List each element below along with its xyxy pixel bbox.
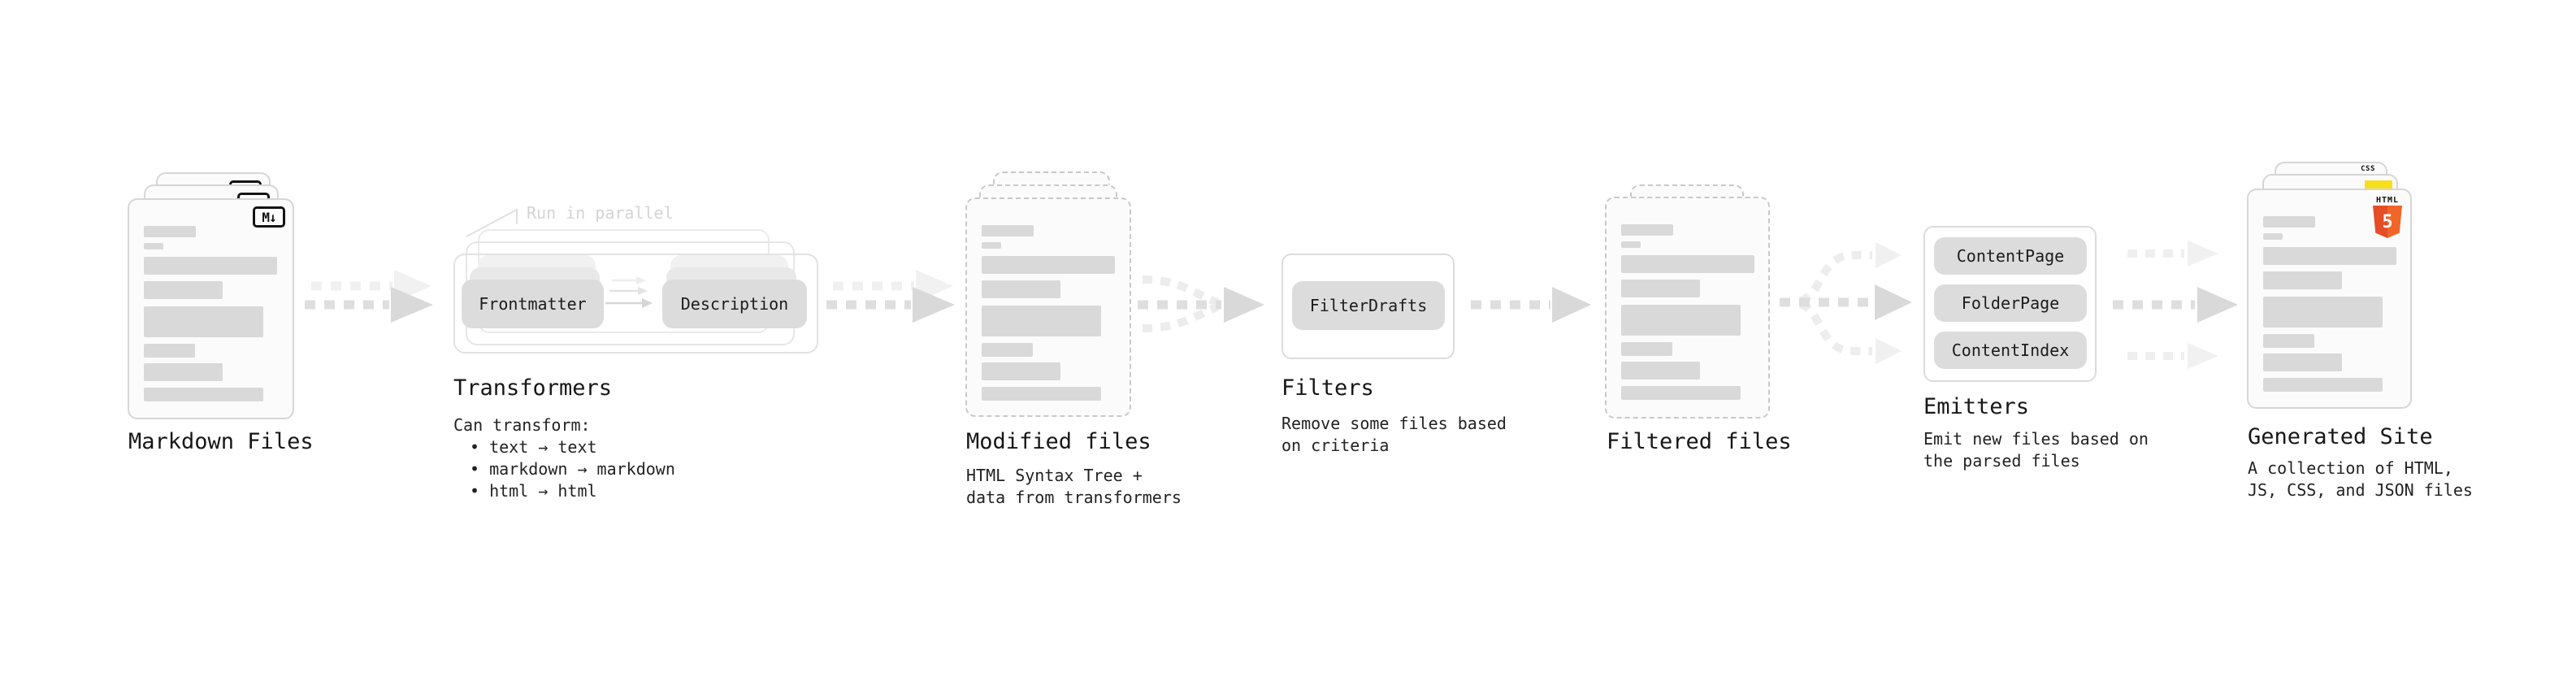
filters-subtitle: Remove some files based on criteria (1281, 414, 1507, 455)
flow-arrow-transformers-to-modified (826, 270, 955, 323)
emitter-pill-label: ContentPage (1956, 246, 2065, 266)
transformer-pill-label: Description (680, 294, 789, 314)
doc-line-bar (144, 344, 195, 358)
doc-line-bar (2263, 233, 2283, 240)
filter-pill-label: FilterDrafts (1309, 296, 1428, 315)
generated-site-subtitle: A collection of HTML, JS, CSS, and JSON … (2248, 458, 2473, 500)
annotation-leader-line (466, 208, 518, 237)
doc-line-bar (982, 242, 1001, 249)
html5-icon-label: HTML (2375, 196, 2400, 205)
flow-arrow-filters-to-filtered (1471, 287, 1591, 323)
flow-arrows-emitters-to-generated (2113, 241, 2238, 369)
run-in-parallel-annotation: Run in parallel (527, 203, 674, 223)
markdown-icon-label: M↓ (262, 209, 276, 225)
doc-line-bar (144, 257, 277, 275)
flow-arrow-diverge-filtered-to-emitters (1780, 242, 1912, 364)
doc-line-bar (982, 362, 1060, 380)
stage-title-filters: Filters (1281, 375, 1374, 401)
stage-title-generated-site: Generated Site (2248, 424, 2433, 449)
doc-line-bar (982, 280, 1060, 298)
doc-line-bar (982, 387, 1101, 401)
doc-line-bar (144, 243, 163, 249)
modified-files-subtitle: HTML Syntax Tree + data from transformer… (966, 466, 1182, 507)
html5-icon-shield: 5 (2373, 206, 2402, 238)
flow-arrow-markdown-to-transformers (305, 270, 433, 323)
flow-arrow-merge-modified-to-filters (1138, 275, 1264, 332)
doc-line-bar (144, 388, 263, 401)
transformers-subheading: Can transform: (453, 415, 591, 435)
doc-line-bar (2263, 378, 2383, 392)
emitter-pill-contentindex: ContentIndex (1934, 332, 2087, 369)
filtered-file-card-front (1605, 197, 1770, 419)
css-icon-label: CSS (2361, 165, 2375, 173)
doc-line-bar (2263, 354, 2342, 371)
doc-line-bar (1621, 255, 1754, 273)
doc-line-bar (2263, 271, 2342, 289)
doc-line-bar (1621, 342, 1672, 356)
emitter-pill-folderpage: FolderPage (1934, 284, 2087, 322)
stage-title-transformers: Transformers (453, 375, 613, 401)
doc-line-bar (1621, 241, 1641, 248)
css-icon: CSS (2357, 166, 2379, 173)
doc-line-bar (1621, 362, 1700, 380)
doc-line-bar (1621, 305, 1741, 336)
filter-pill-filterdrafts: FilterDrafts (1292, 281, 1445, 330)
transformer-pill-frontmatter: Frontmatter (462, 280, 604, 328)
emitter-pill-label: FolderPage (1961, 293, 2060, 313)
doc-line-bar (982, 343, 1033, 357)
transform-step-arrows (605, 276, 653, 308)
markdown-icon: M↓ (253, 206, 285, 228)
stage-title-emitters: Emitters (1923, 394, 2030, 419)
doc-line-bar (1621, 386, 1741, 400)
doc-line-bar (144, 363, 223, 381)
markdown-file-card-front: M↓ (128, 198, 294, 419)
doc-line-bar (144, 226, 196, 237)
html5-icon: HTML 5 (2371, 196, 2404, 238)
transformer-pill-description: Description (662, 280, 807, 328)
transformer-group-card-front (453, 254, 818, 354)
stage-title-filtered-files: Filtered files (1607, 429, 1792, 454)
html5-icon-number: 5 (2382, 211, 2393, 232)
emitters-subtitle: Emit new files based on the parsed files (1923, 429, 2149, 471)
doc-line-bar (2263, 216, 2315, 228)
doc-line-bar (2263, 247, 2396, 265)
doc-line-bar (2263, 334, 2314, 348)
doc-line-bar (1621, 224, 1673, 236)
stage-title-markdown-files: Markdown Files (128, 429, 314, 454)
emitter-pill-contentpage: ContentPage (1934, 237, 2087, 275)
transformer-pill-label: Frontmatter (479, 294, 587, 314)
emitter-pill-label: ContentIndex (1951, 340, 2070, 360)
doc-line-bar (144, 306, 263, 337)
doc-line-bar (144, 281, 223, 299)
doc-line-bar (2263, 297, 2383, 327)
doc-line-bar (1621, 280, 1700, 297)
doc-line-bar (982, 306, 1101, 336)
transformers-bullet-list: • text → text • markdown → markdown • ht… (470, 437, 675, 501)
doc-line-bar (982, 256, 1115, 274)
modified-file-card-front (965, 197, 1131, 417)
stage-title-modified-files: Modified files (966, 429, 1151, 454)
doc-line-bar (982, 225, 1034, 236)
generated-file-card-front: HTML 5 (2247, 189, 2412, 409)
